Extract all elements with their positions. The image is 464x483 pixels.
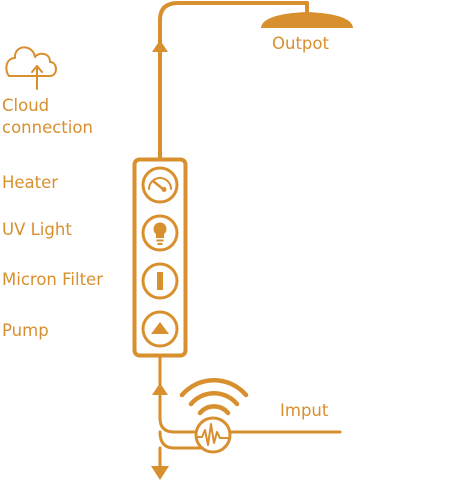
filter-cartridge-icon bbox=[141, 262, 179, 300]
down-arrow-icon bbox=[151, 466, 169, 480]
triangle-up-icon bbox=[141, 310, 179, 348]
gauge-icon bbox=[141, 166, 179, 204]
lightbulb-icon bbox=[141, 214, 179, 252]
pump-label: Pump bbox=[2, 321, 49, 340]
shower-head-icon bbox=[261, 12, 353, 28]
micron-filter-label: Micron Filter bbox=[2, 270, 103, 289]
cloud-connection-label: Cloud connection bbox=[2, 96, 93, 137]
input-pipe bbox=[158, 355, 342, 468]
input-label: Imput bbox=[280, 401, 329, 420]
output-label: Outpot bbox=[272, 34, 329, 53]
heater-label: Heater bbox=[2, 173, 59, 192]
waveform-meter-icon bbox=[194, 416, 232, 454]
up-arrow-icon bbox=[152, 40, 168, 52]
wireless-signal-icon bbox=[179, 377, 249, 416]
output-pipe bbox=[158, 1, 309, 160]
up-arrow-icon bbox=[152, 383, 168, 395]
uv-light-label: UV Light bbox=[2, 220, 72, 239]
cloud-upload-icon bbox=[5, 46, 57, 90]
